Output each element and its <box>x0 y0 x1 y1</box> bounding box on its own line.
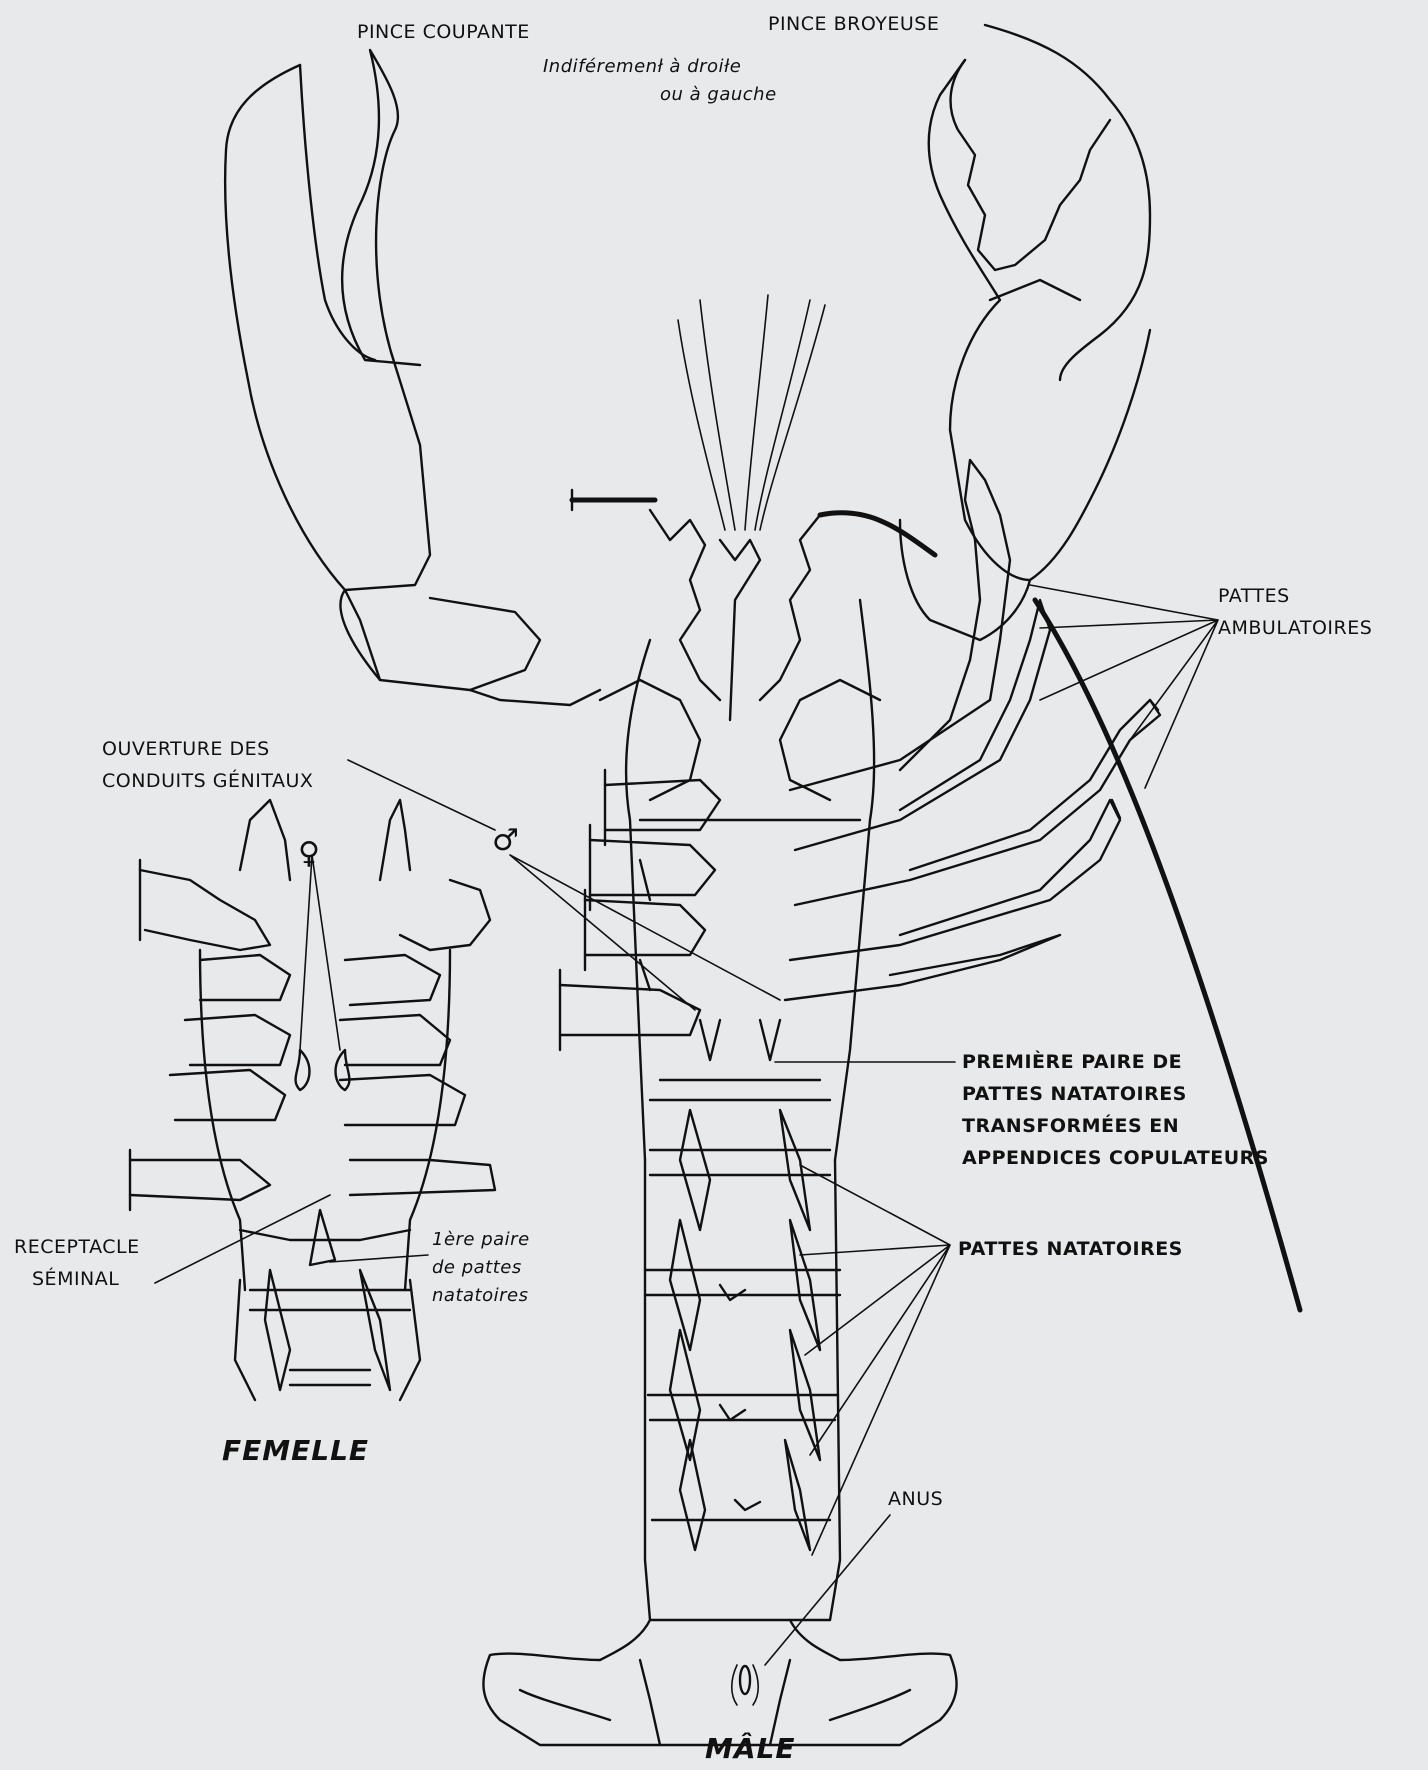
label-paire-1: 1ère paire <box>432 1229 530 1250</box>
label-anus: ANUS <box>888 1488 943 1510</box>
label-male: MÂLE <box>705 1731 796 1765</box>
label-femelle: FEMELLE <box>222 1434 369 1467</box>
label-pince-broyeuse: PINCE BROYEUSE <box>768 13 939 35</box>
female-symbol: ♀ <box>298 836 320 871</box>
label-pattes-ambulatoires-1: PATTES <box>1218 585 1290 607</box>
cutting-claw <box>225 50 600 705</box>
male-abdomen <box>645 1020 840 1620</box>
label-ouverture-2: CONDUITS GÉNITAUX <box>102 769 313 792</box>
label-receptacle-1: RECEPTACLE <box>14 1236 140 1258</box>
male-walking-legs-left <box>560 770 720 1050</box>
label-indifferement-2: ou à gauche <box>660 84 777 105</box>
label-paire-2: de pattes <box>432 1257 522 1278</box>
label-premiere-paire-2: PATTES NATATOIRES <box>962 1083 1187 1105</box>
label-premiere-paire-1: PREMIÈRE PAIRE DE <box>962 1050 1182 1073</box>
label-premiere-paire-4: APPENDICES COPULATEURS <box>962 1147 1269 1169</box>
label-ouverture-1: OUVERTURE DES <box>102 738 270 760</box>
label-paire-3: natatoires <box>432 1285 528 1306</box>
label-pince-coupante: PINCE COUPANTE <box>357 21 530 43</box>
label-pattes-natatoires: PATTES NATATOIRES <box>958 1238 1183 1260</box>
label-pattes-ambulatoires-2: AMBULATOIRES <box>1218 617 1372 639</box>
male-symbol: ♂ <box>492 823 519 858</box>
female-lobster-drawing <box>130 800 495 1400</box>
label-indifferement-1: Indiféremenł à droiłe <box>543 56 741 77</box>
label-premiere-paire-3: TRANSFORMÉES EN <box>962 1114 1179 1137</box>
male-tail-fan <box>483 1620 956 1745</box>
crushing-claw <box>900 25 1150 640</box>
label-receptacle-2: SÉMINAL <box>32 1267 119 1290</box>
male-lobster-drawing <box>225 25 1300 1745</box>
